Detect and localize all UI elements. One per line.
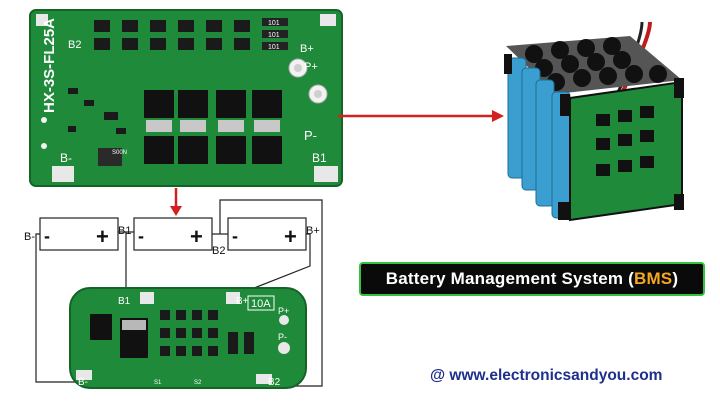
small-board-pminus: P-: [278, 332, 287, 342]
wire-label-b1: B1: [118, 225, 131, 237]
cell-1-plus: +: [96, 224, 109, 249]
cap-code-label: S00N: [112, 150, 127, 156]
resistor-code-2: 101: [268, 32, 280, 39]
small-board-rating: 10A: [251, 298, 271, 310]
small-board-s2: S2: [194, 380, 202, 386]
small-board-b1: B1: [118, 296, 131, 307]
title-suffix: ): [672, 269, 679, 288]
pad-bplus-label: B+: [300, 43, 314, 55]
cell-1-minus: -: [44, 226, 50, 246]
title-prefix: Battery Management System (: [385, 269, 634, 288]
cell-2-plus: +: [190, 224, 203, 249]
small-board-b2: B2: [268, 377, 281, 388]
title-text: Battery Management System (BMS): [386, 269, 678, 289]
small-bms-board: [69, 287, 307, 389]
board-model-label: HX-3S-FL25A: [41, 18, 58, 113]
resistor-code-1: 101: [268, 20, 280, 27]
cell-2-minus: -: [138, 226, 144, 246]
cell-3-minus: -: [232, 226, 238, 246]
title-banner: Battery Management System (BMS): [359, 262, 705, 296]
wire-label-b2: B2: [212, 245, 225, 257]
wiring-diagram: - + - + - + B- B1 B2 B+ 10A B1 B+ B+ P+ …: [24, 199, 323, 389]
cell-3-plus: +: [284, 224, 297, 249]
pad-b1-label: B1: [312, 151, 327, 165]
pad-b2-label: B2: [68, 39, 81, 51]
pad-bminus-label: B-: [60, 151, 72, 165]
wire-label-bplus: B+: [306, 225, 320, 237]
pad-pminus-label: P-: [304, 128, 317, 143]
arrow-down-icon: [170, 188, 182, 216]
resistor-code-3: 101: [268, 44, 280, 51]
small-board-pplus: P+: [278, 306, 289, 316]
website-credit: @ www.electronicsandyou.com: [430, 367, 663, 384]
small-board-bplus-visible: B+: [236, 296, 249, 307]
arrow-right-icon: [338, 110, 504, 122]
cell-3: [227, 217, 307, 251]
small-board-bminus: B-: [78, 377, 88, 388]
battery-pack-photo: [504, 21, 684, 222]
title-highlight: BMS: [633, 269, 673, 288]
pad-pplus-label-visible: P+: [304, 61, 318, 73]
small-board-s1: S1: [154, 380, 162, 386]
wire-label-bminus: B-: [24, 231, 35, 243]
bms-board-photo: HX-3S-FL25A B2 B+ P+ P+ P- B- B1 101 101…: [29, 9, 343, 187]
